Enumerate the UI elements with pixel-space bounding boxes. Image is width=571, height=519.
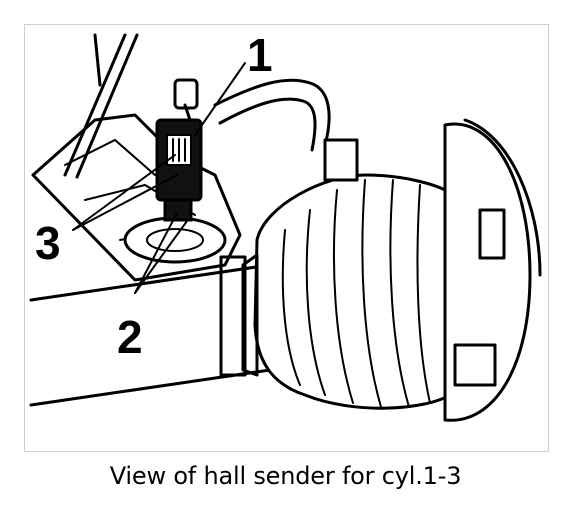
callout-3: 3	[35, 217, 61, 269]
hall-sender	[155, 78, 203, 222]
callout-2: 2	[117, 311, 143, 363]
cv-boot	[219, 173, 452, 410]
figure-caption: View of hall sender for cyl.1-3	[109, 462, 462, 490]
hall-sender-illustration: 1 3 2	[24, 24, 549, 452]
wheel-hub	[323, 118, 542, 422]
coolant-pipe	[213, 78, 331, 152]
leader-lines	[72, 62, 246, 294]
drive-shaft	[29, 263, 272, 407]
callout-1: 1	[247, 29, 273, 81]
support-rods	[63, 33, 139, 179]
